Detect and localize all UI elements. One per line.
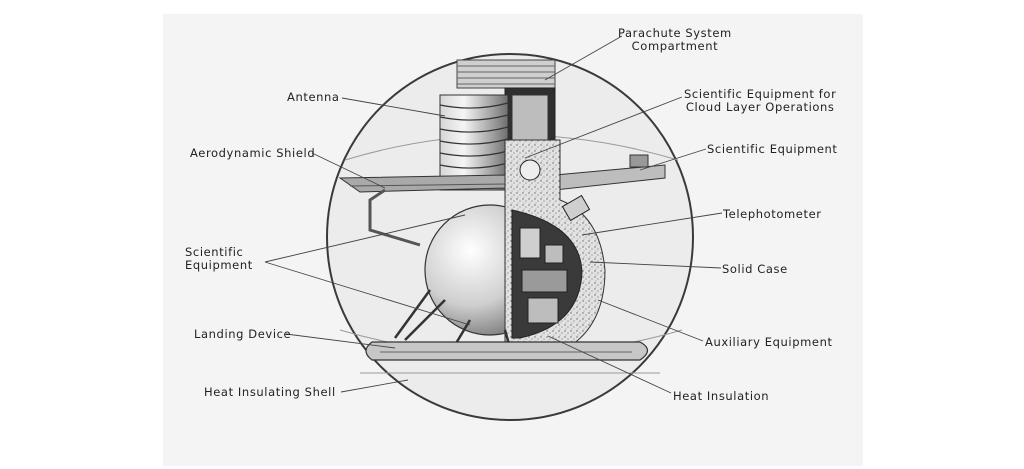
label-landing-device: Landing Device bbox=[194, 327, 292, 341]
label-solid-case: Solid Case bbox=[722, 262, 788, 276]
label-aerodynamic-shield: Aerodynamic Shield bbox=[190, 146, 316, 160]
landing-ring bbox=[365, 341, 649, 361]
leader-lines bbox=[264, 35, 723, 394]
label-sci-left-line1: Scientific bbox=[185, 245, 244, 259]
label-parachute-line1: Parachute System bbox=[618, 26, 732, 40]
label-parachute-system: Parachute System Compartment bbox=[618, 27, 732, 53]
label-antenna: Antenna bbox=[287, 90, 340, 104]
antenna-coil bbox=[439, 94, 509, 191]
label-scientific-equipment-right: Scientific Equipment bbox=[707, 142, 838, 156]
label-heat-insulation: Heat Insulation bbox=[673, 389, 770, 403]
label-cloud-line1: Scientific Equipment for bbox=[684, 87, 837, 101]
label-cloud-equipment: Scientific Equipment for Cloud Layer Ope… bbox=[684, 88, 836, 114]
label-parachute-line2: Compartment bbox=[631, 39, 719, 53]
label-scientific-equipment-left: Scientific Equipment bbox=[185, 246, 253, 272]
sci-equipment-box bbox=[629, 154, 649, 168]
label-cloud-line2: Cloud Layer Operations bbox=[685, 100, 835, 114]
label-auxiliary-equipment: Auxiliary Equipment bbox=[705, 335, 833, 349]
label-heat-insulating-shell: Heat Insulating Shell bbox=[204, 385, 336, 399]
label-telephotometer: Telephotometer bbox=[723, 207, 822, 221]
label-sci-left-line2: Equipment bbox=[185, 258, 253, 272]
cutaway-section bbox=[504, 139, 606, 353]
